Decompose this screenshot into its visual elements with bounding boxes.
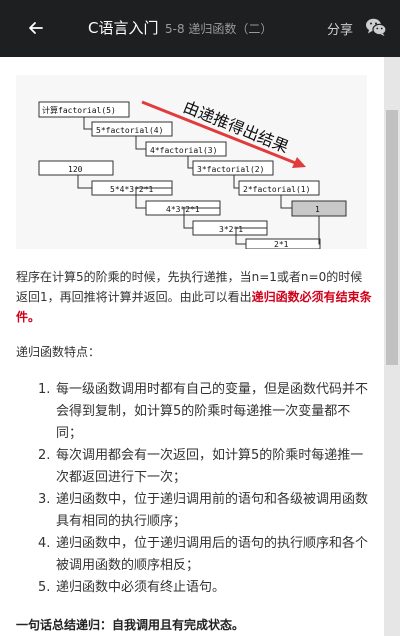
forward-box-1: 计算factorial(5) xyxy=(38,101,130,118)
list-item: 3. 递归函数中，位于递归调用前的语句和各级被调用函数具有相同的执行顺序； xyxy=(38,489,368,533)
list-item-text: 递归函数中，位于递归调用后的语句的执行顺序和各个被调用函数的顺序相反； xyxy=(56,536,369,573)
return-box-4-label: 3*2*1 xyxy=(219,225,243,234)
diagram-connectors xyxy=(77,117,320,245)
forward-box-2-label: 5*factorial(4) xyxy=(96,126,163,135)
forward-box-3: 4*factorial(3) xyxy=(145,141,227,157)
explanation-paragraph: 程序在计算5的阶乘的时候，先执行递推，当n=1或者n=0的时候返回1，再回推将计… xyxy=(16,267,374,327)
return-box-1-label: 120 xyxy=(68,165,83,174)
forward-box-6-label: 1 xyxy=(315,205,320,214)
list-item-text: 递归函数中，位于递归调用前的语句和各级被调用函数具有相同的执行顺序； xyxy=(56,492,369,529)
list-item-number: 1. xyxy=(38,382,51,397)
forward-box-1-label: 计算factorial(5) xyxy=(42,105,116,115)
forward-box-5: 2*factorial(1) xyxy=(238,180,320,196)
list-item-text: 每次调用都会有一次返回，如计算5的阶乘时每递推一次都返回进行下一次； xyxy=(56,448,364,485)
list-item-number: 2. xyxy=(38,448,51,463)
lesson-subtitle: 5-8 递归函数（二） xyxy=(165,22,273,36)
forward-box-3-label: 4*factorial(3) xyxy=(150,146,217,155)
list-item: 2. 每次调用都会有一次返回，如计算5的阶乘时每递推一次都返回进行下一次； xyxy=(38,445,368,489)
return-box-1: 120 xyxy=(38,160,114,176)
forward-box-5-label: 2*factorial(1) xyxy=(243,185,310,194)
explanation-text: 程序在计算5的阶乘的时候，先执行递推，当n=1或者n=0的时候返回1，再回推将计… xyxy=(16,270,363,304)
list-item-number: 3. xyxy=(38,492,51,507)
inference-arrow xyxy=(141,100,306,168)
course-title: C语言入门 xyxy=(88,19,159,37)
list-item: 5. 递归函数中必须有终止语句。 xyxy=(38,577,368,599)
lesson-content: 计算factorial(5) 5*factorial(4) 4*factoria… xyxy=(0,57,384,636)
wechat-icon[interactable] xyxy=(365,17,387,37)
features-heading: 递归函数特点： xyxy=(16,345,101,359)
share-button[interactable]: 分享 xyxy=(327,23,354,38)
scrollbar-thumb[interactable] xyxy=(386,110,398,365)
list-item: 1. 每一级函数调用时都有自己的变量，但是函数代码并不会得到复制，如计算5的阶乘… xyxy=(38,379,368,445)
return-box-3-label: 4*3*2*1 xyxy=(166,205,200,214)
forward-box-4-label: 3*factorial(2) xyxy=(197,165,264,174)
forward-box-4: 3*factorial(2) xyxy=(192,160,274,176)
forward-box-2: 5*factorial(4) xyxy=(91,121,173,137)
forward-box-6: 1 xyxy=(291,200,347,217)
back-arrow-icon[interactable] xyxy=(26,16,46,40)
list-item-text: 每一级函数调用时都有自己的变量，但是函数代码并不会得到复制，如计算5的阶乘时每递… xyxy=(56,382,369,441)
return-box-2-label: 5*4*3*2*1 xyxy=(110,185,154,194)
summary-line: 一句话总结递归：自我调用且有完成状态。 xyxy=(16,618,245,632)
recursion-diagram: 计算factorial(5) 5*factorial(4) 4*factoria… xyxy=(16,75,367,249)
list-item: 4. 递归函数中，位于递归调用后的语句的执行顺序和各个被调用函数的顺序相反； xyxy=(38,533,368,577)
features-list: 1. 每一级函数调用时都有自己的变量，但是函数代码并不会得到复制，如计算5的阶乘… xyxy=(38,379,368,599)
list-item-text: 递归函数中必须有终止语句。 xyxy=(56,580,226,595)
return-box-5-label: 2*1 xyxy=(274,240,289,249)
top-navigation-bar: C语言入门 5-8 递归函数（二） 分享 xyxy=(0,0,400,57)
highlight-conclusion: 递归函数必须有结束条件。 xyxy=(16,290,372,324)
list-item-number: 5. xyxy=(38,580,51,595)
return-box-5: 2*1 xyxy=(245,238,321,249)
list-item-number: 4. xyxy=(38,536,51,551)
